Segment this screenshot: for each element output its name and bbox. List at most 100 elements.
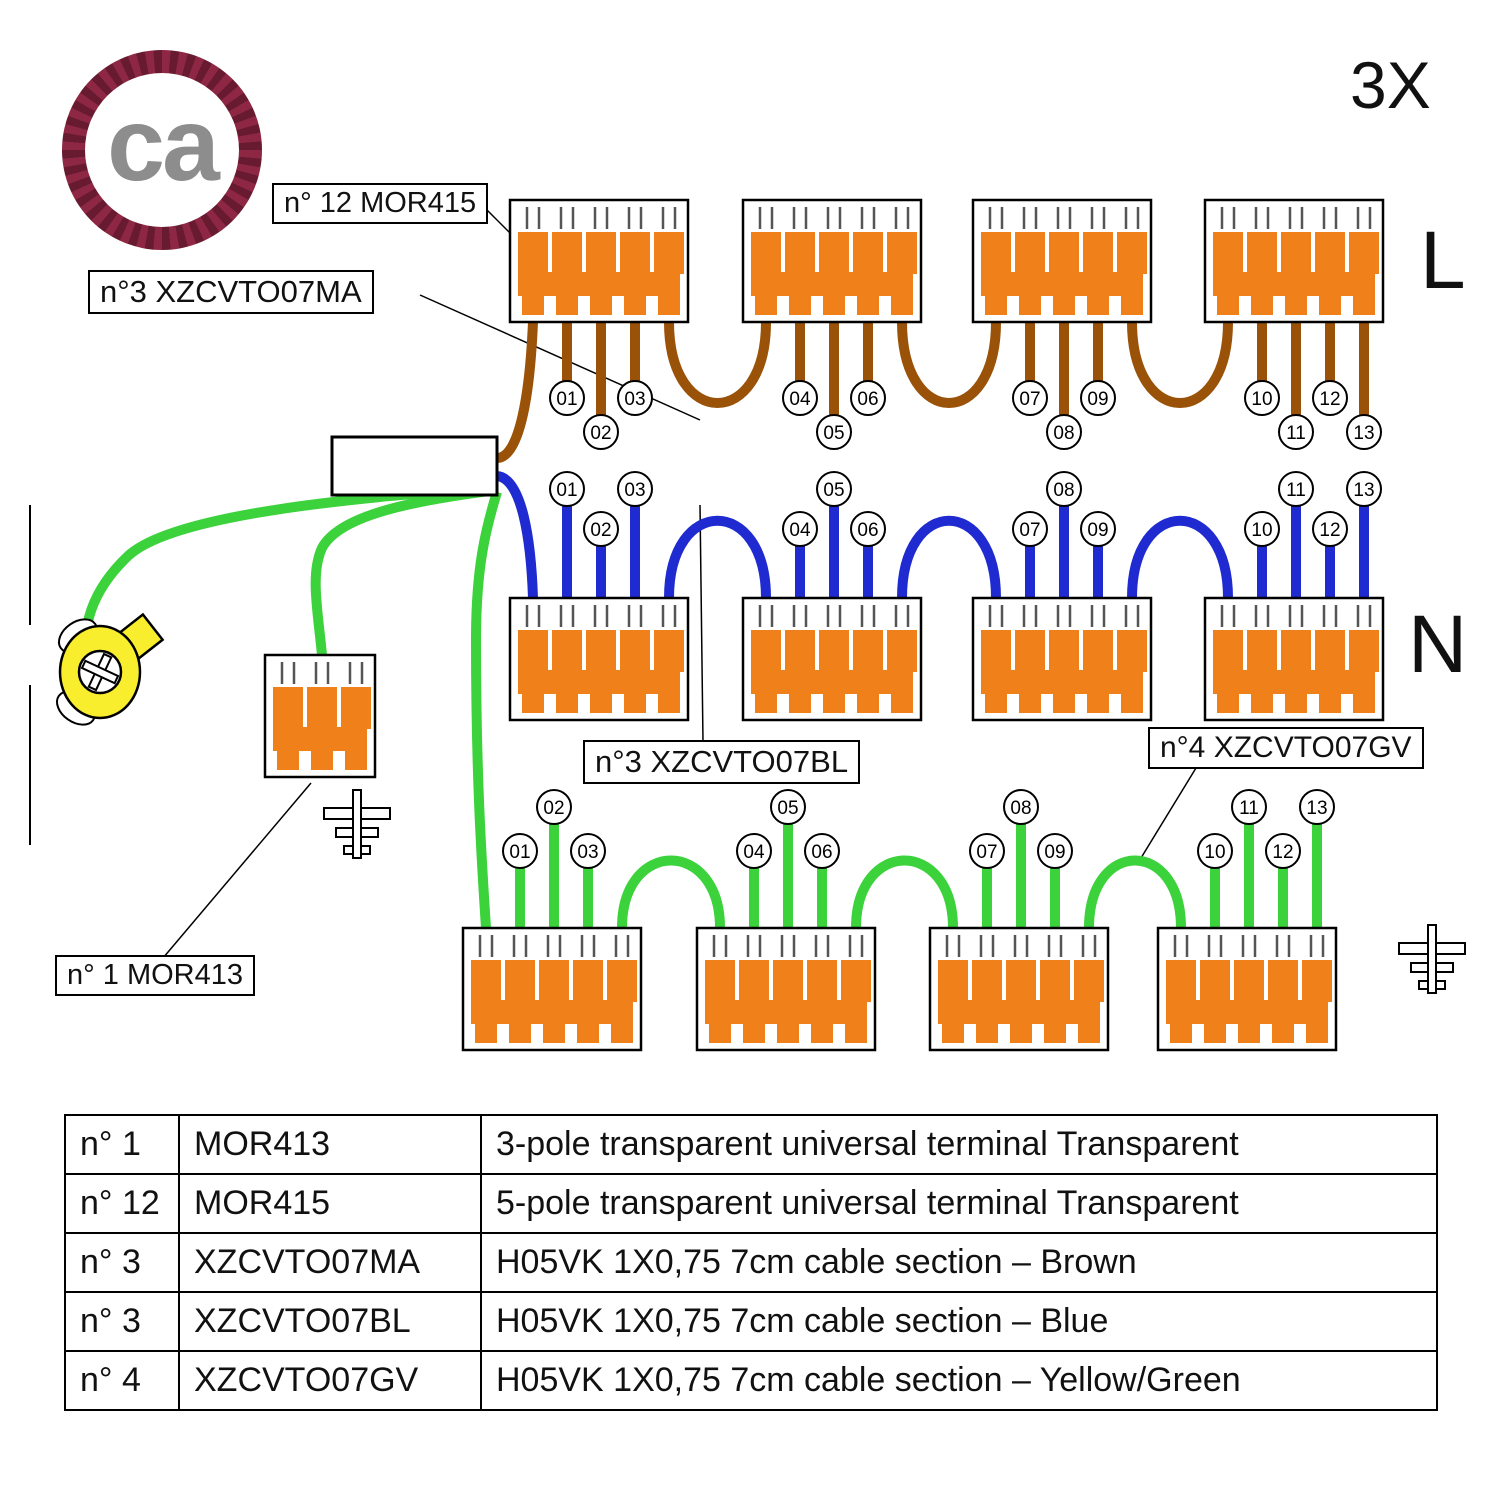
parts-table-row: n° 3 XZCVTO07BL H05VK 1X0,75 7cm cable s… (64, 1291, 1438, 1352)
label-cable-blue: n°3 XZCVTO07BL (583, 740, 861, 784)
wire-number-badge: 06 (850, 380, 886, 416)
part-description: H05VK 1X0,75 7cm cable section – Blue (480, 1291, 1438, 1352)
wire-number-label: 04 (789, 520, 811, 541)
wire-number-badge: 03 (617, 380, 653, 416)
part-qty: n° 4 (64, 1350, 180, 1411)
terminal-block-5pole (1203, 596, 1385, 722)
line-conductor-label: L (1420, 215, 1466, 306)
ring-terminal (56, 612, 165, 726)
parts-table: n° 1 MOR413 3-pole transparent universal… (64, 1114, 1438, 1411)
wire-number-badge: 09 (1080, 511, 1116, 547)
terminal-block-5pole (461, 926, 643, 1052)
ground-symbol (1398, 924, 1466, 994)
wire-number-badge: 10 (1244, 511, 1280, 547)
quantity-label: 3X (1350, 48, 1431, 122)
wire-number-label: 02 (590, 423, 611, 444)
wire-number-badge: 08 (1003, 789, 1039, 825)
wire-number-badge: 08 (1046, 471, 1082, 507)
wire-number-label: 13 (1306, 798, 1327, 819)
parts-table-row: n° 1 MOR413 3-pole transparent universal… (64, 1114, 1438, 1175)
wire-number-label: 13 (1353, 423, 1374, 444)
part-description: H05VK 1X0,75 7cm cable section – Brown (480, 1232, 1438, 1293)
wire-number-badge: 11 (1278, 471, 1314, 507)
blue-jumper-wire (1127, 515, 1233, 599)
part-code: MOR415 (178, 1173, 482, 1234)
wire-number-badge: 03 (570, 833, 606, 869)
wire-number-label: 08 (1010, 798, 1031, 819)
wire-number-badge: 12 (1265, 833, 1301, 869)
wire-number-label: 08 (1053, 480, 1074, 501)
wire-number-badge: 05 (816, 414, 852, 450)
label-leader-line (419, 294, 701, 421)
wire-number-badge: 09 (1080, 380, 1116, 416)
green-jumper-wire (617, 855, 725, 929)
part-code: XZCVTO07BL (178, 1291, 482, 1352)
part-description: H05VK 1X0,75 7cm cable section – Yellow/… (480, 1350, 1438, 1411)
wire-number-label: 04 (743, 842, 765, 863)
part-description: 5-pole transparent universal terminal Tr… (480, 1173, 1438, 1234)
brown-jumper-wire (897, 321, 1001, 408)
parts-table-row: n° 4 XZCVTO07GV H05VK 1X0,75 7cm cable s… (64, 1350, 1438, 1411)
wire-number-badge: 01 (502, 833, 538, 869)
label-leader-line (699, 504, 704, 743)
terminal-block-5pole (508, 198, 690, 324)
brown-jumper-wire (664, 321, 771, 408)
brown-jumper-wire (1127, 321, 1233, 408)
parts-table-row: n° 12 MOR415 5-pole transparent universa… (64, 1173, 1438, 1234)
part-qty: n° 1 (64, 1114, 180, 1175)
wire-number-badge: 04 (782, 380, 818, 416)
wire-number-label: 04 (789, 389, 811, 410)
wire-number-label: 07 (976, 842, 997, 863)
label-cable-green: n°4 XZCVTO07GV (1148, 727, 1424, 769)
wire-number-label: 01 (556, 480, 577, 501)
wire-number-label: 07 (1019, 389, 1040, 410)
wire-number-badge: 10 (1197, 833, 1233, 869)
green-jumper-wire (1084, 855, 1186, 929)
wire-number-badge: 04 (782, 511, 818, 547)
cable-sheath (330, 435, 499, 497)
wire-number-label: 12 (1319, 520, 1340, 541)
wire-number-label: 05 (823, 423, 844, 444)
label-terminal-mor413: n° 1 MOR413 (55, 955, 256, 996)
terminal-block-5pole (971, 596, 1153, 722)
wire-number-label: 06 (857, 389, 878, 410)
wire-number-badge: 11 (1231, 789, 1267, 825)
wire-number-badge: 02 (583, 511, 619, 547)
wire-number-label: 03 (577, 842, 598, 863)
terminal-block-5pole (971, 198, 1153, 324)
wire-number-label: 02 (590, 520, 611, 541)
screw-cross-icon (80, 652, 120, 692)
wire-number-badge: 07 (1012, 511, 1048, 547)
wire-number-label: 09 (1087, 520, 1108, 541)
terminal-block-5pole (741, 596, 923, 722)
label-cable-brown: n°3 XZCVTO07MA (88, 270, 374, 314)
part-code: XZCVTO07GV (178, 1350, 482, 1411)
wire-number-badge: 07 (969, 833, 1005, 869)
wire-number-badge: 11 (1278, 414, 1314, 450)
wire-number-badge: 13 (1299, 789, 1335, 825)
blue-feed-wire (495, 471, 538, 599)
wire-number-label: 08 (1053, 423, 1074, 444)
brown-feed-wire (495, 321, 538, 463)
wire-number-label: 12 (1319, 389, 1340, 410)
wire-number-label: 03 (624, 389, 645, 410)
label-leader-line (1140, 767, 1197, 859)
wire-number-badge: 09 (1037, 833, 1073, 869)
wire-number-label: 10 (1251, 389, 1272, 410)
wire-number-badge: 05 (816, 471, 852, 507)
wire-number-badge: 13 (1346, 414, 1382, 450)
wire-number-label: 10 (1251, 520, 1272, 541)
wire-number-label: 11 (1239, 798, 1259, 819)
ground-symbol (323, 789, 391, 859)
part-qty: n° 3 (64, 1232, 180, 1293)
wire-number-label: 06 (811, 842, 832, 863)
part-code: XZCVTO07MA (178, 1232, 482, 1293)
terminal-block-5pole (695, 926, 877, 1052)
wire-number-label: 02 (543, 798, 564, 819)
wire-number-label: 09 (1087, 389, 1108, 410)
part-qty: n° 3 (64, 1291, 180, 1352)
blue-jumper-wire (664, 515, 771, 599)
terminal-block-5pole (508, 596, 690, 722)
green-ground-wire (470, 490, 502, 929)
